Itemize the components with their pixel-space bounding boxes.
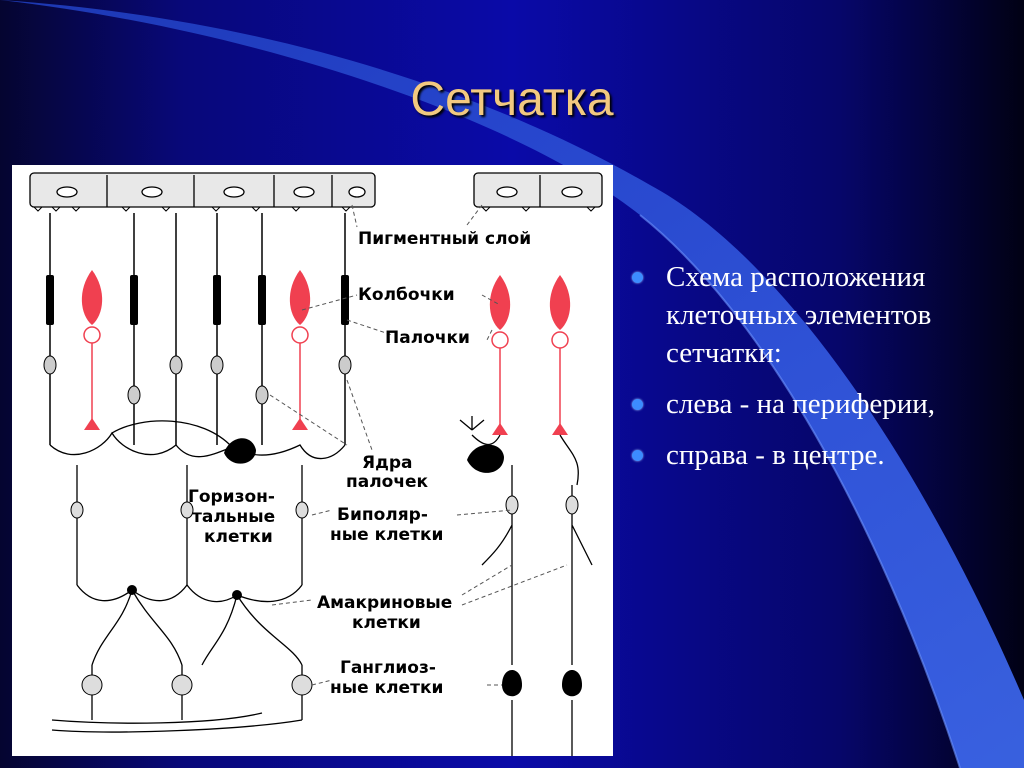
label-rod-nuclei-1: Ядра xyxy=(362,453,413,473)
bullet-dot-icon xyxy=(632,272,643,283)
label-bipolar-2: ные клетки xyxy=(330,525,444,545)
label-horizontal-1: Горизон- xyxy=(188,487,275,507)
retina-schematic xyxy=(29,172,603,756)
bullet-item: Схема расположения клеточных элементов с… xyxy=(630,258,1015,372)
label-horizontal-3: клетки xyxy=(204,527,273,547)
bullet-dot-icon xyxy=(632,399,643,410)
bullet-list: Схема расположения клеточных элементов с… xyxy=(630,258,1015,487)
label-pigment-layer: Пигментный слой xyxy=(358,229,532,249)
bullet-dot-icon xyxy=(632,450,643,461)
slide-title: Сетчатка xyxy=(410,73,614,126)
bullet-item: слева - на периферии, xyxy=(630,385,1015,423)
rods xyxy=(49,213,346,445)
label-ganglion-1: Ганглиоз- xyxy=(340,658,436,678)
label-amacrine-2: клетки xyxy=(352,613,421,633)
pigment-layer xyxy=(29,172,603,208)
label-amacrine-1: Амакриновые xyxy=(317,593,453,613)
label-bipolar-1: Биполяр- xyxy=(337,505,428,525)
label-rod-nuclei-2: палочек xyxy=(346,472,429,492)
label-ganglion-2: ные клетки xyxy=(330,678,444,698)
label-rods: Палочки xyxy=(385,328,470,348)
cones xyxy=(81,270,571,330)
retina-diagram: Пигментный слой Колбочки Палочки Ядра па… xyxy=(12,165,613,756)
label-cones: Колбочки xyxy=(358,285,455,305)
bullet-item: справа - в центре. xyxy=(630,436,1015,474)
label-horizontal-2: тальные xyxy=(192,507,276,527)
